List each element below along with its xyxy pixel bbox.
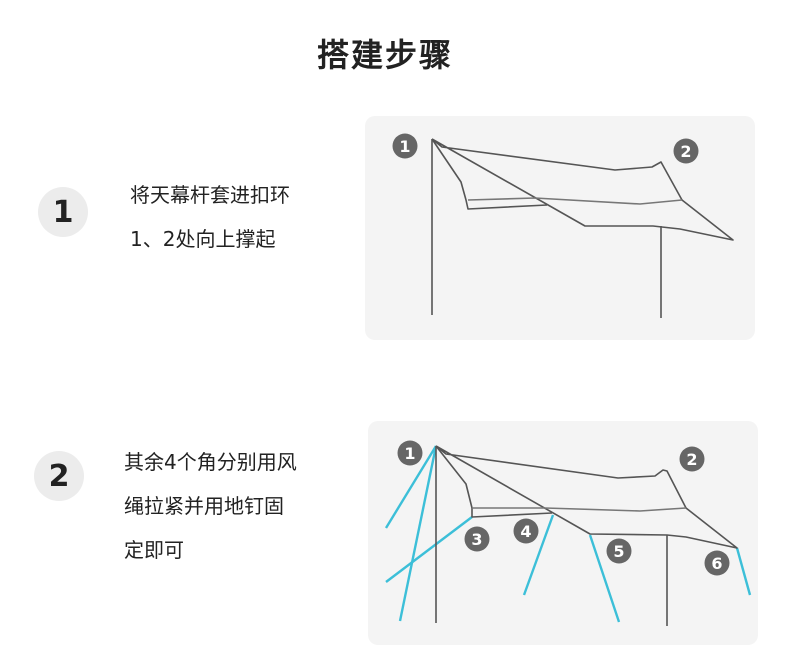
step-2-badges: 1 2 3 4 5 6 <box>397 440 730 576</box>
step-2-tarp-drawing <box>435 445 738 626</box>
step-2-line: 绳拉紧并用地钉固 <box>124 494 284 518</box>
svg-text:1: 1 <box>404 444 415 463</box>
badge-3: 3 <box>464 526 490 552</box>
badge-1: 1 <box>397 440 423 466</box>
guy-rope <box>522 514 555 596</box>
guy-rope <box>384 445 438 529</box>
step-1-tarp-drawing <box>431 138 734 318</box>
badge-2: 2 <box>673 138 699 164</box>
svg-text:2: 2 <box>686 450 697 469</box>
step-2-line: 定即可 <box>124 538 184 562</box>
step-1-number: 1 <box>38 187 88 237</box>
badge-2: 2 <box>679 446 705 472</box>
tarp-middle-seam <box>467 197 683 205</box>
step-2-text: 其余4个角分别用风 绳拉紧并用地钉固 定即可 <box>124 440 297 572</box>
tarp-middle-seam <box>472 507 687 512</box>
svg-text:5: 5 <box>613 542 624 561</box>
guy-rope <box>588 534 621 623</box>
svg-text:6: 6 <box>711 554 722 573</box>
tarp-left-flap <box>431 138 548 210</box>
step-2-line: 其余4个角分别用风 <box>124 450 297 474</box>
step-1-line: 将天幕杆套进扣环 <box>130 183 290 207</box>
step-1-badges: 1 2 <box>392 133 699 164</box>
page-title: 搭建步骤 <box>316 36 453 74</box>
badge-4: 4 <box>513 518 539 544</box>
guy-rope <box>398 445 438 622</box>
badge-1: 1 <box>392 133 418 159</box>
guy-rope <box>385 516 473 583</box>
svg-text:2: 2 <box>680 142 691 161</box>
badge-5: 5 <box>606 538 632 564</box>
tarp-outline <box>435 445 738 549</box>
step-1-line: 1、2处向上撑起 <box>130 227 276 251</box>
svg-text:1: 1 <box>399 137 410 156</box>
step-1-text: 将天幕杆套进扣环 1、2处向上撑起 <box>130 173 290 261</box>
svg-text:3: 3 <box>471 530 482 549</box>
step-2-ropes <box>384 445 752 623</box>
svg-text:4: 4 <box>520 522 531 541</box>
step-2-number: 2 <box>34 451 84 501</box>
badge-6: 6 <box>704 550 730 576</box>
guy-rope <box>735 547 752 596</box>
